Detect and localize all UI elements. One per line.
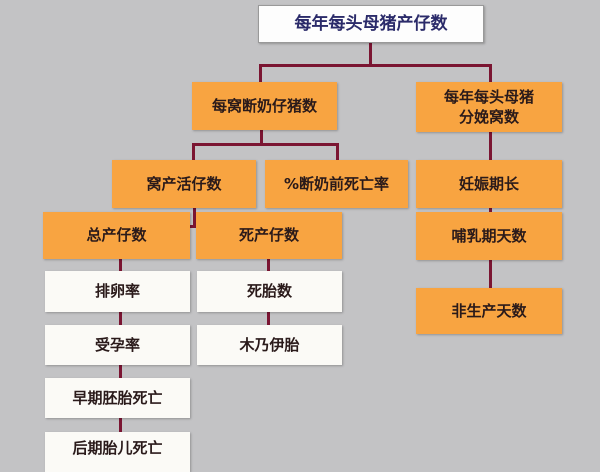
connector	[259, 64, 262, 82]
root-node: 每年每头母猪产仔数	[258, 5, 484, 43]
born-alive-node: 窝产活仔数	[112, 160, 256, 208]
total-born-node: 总产仔数	[43, 212, 190, 259]
ovulation-rate-node: 排卵率	[45, 271, 190, 312]
lactation-days-node: 哺乳期天数	[416, 212, 562, 260]
connector	[267, 312, 270, 325]
connector	[369, 42, 372, 66]
weaned-per-litter-node: 每窝断奶仔猪数	[192, 82, 337, 130]
connector	[192, 143, 195, 160]
connector	[193, 208, 196, 226]
connector	[119, 225, 269, 228]
gestation-length-node: 妊娠期长	[416, 160, 562, 208]
connector	[119, 312, 122, 325]
connector	[119, 259, 122, 271]
conception-rate-node: 受孕率	[45, 325, 190, 365]
connector	[489, 260, 492, 288]
connector	[119, 365, 122, 378]
connector	[489, 208, 492, 214]
stillbirth-count-node: 死胎数	[197, 271, 342, 312]
connector	[336, 143, 339, 160]
connector	[489, 132, 492, 160]
connector	[259, 64, 492, 67]
connector	[489, 64, 492, 82]
connector	[119, 418, 122, 432]
preweaning-mortality-node: %断奶前死亡率	[265, 160, 408, 208]
stillborn-node: 死产仔数	[196, 212, 342, 259]
early-embryo-death-node: 早期胚胎死亡	[45, 378, 190, 418]
connector	[192, 143, 339, 146]
connector	[267, 259, 270, 271]
connector	[260, 130, 263, 145]
nonproductive-days-node: 非生产天数	[416, 288, 562, 334]
late-fetal-death-node: 后期胎儿死亡	[45, 432, 190, 472]
litters-per-sow-node: 每年每头母猪分娩窝数	[416, 82, 562, 132]
mummified-fetus-node: 木乃伊胎	[197, 325, 342, 365]
